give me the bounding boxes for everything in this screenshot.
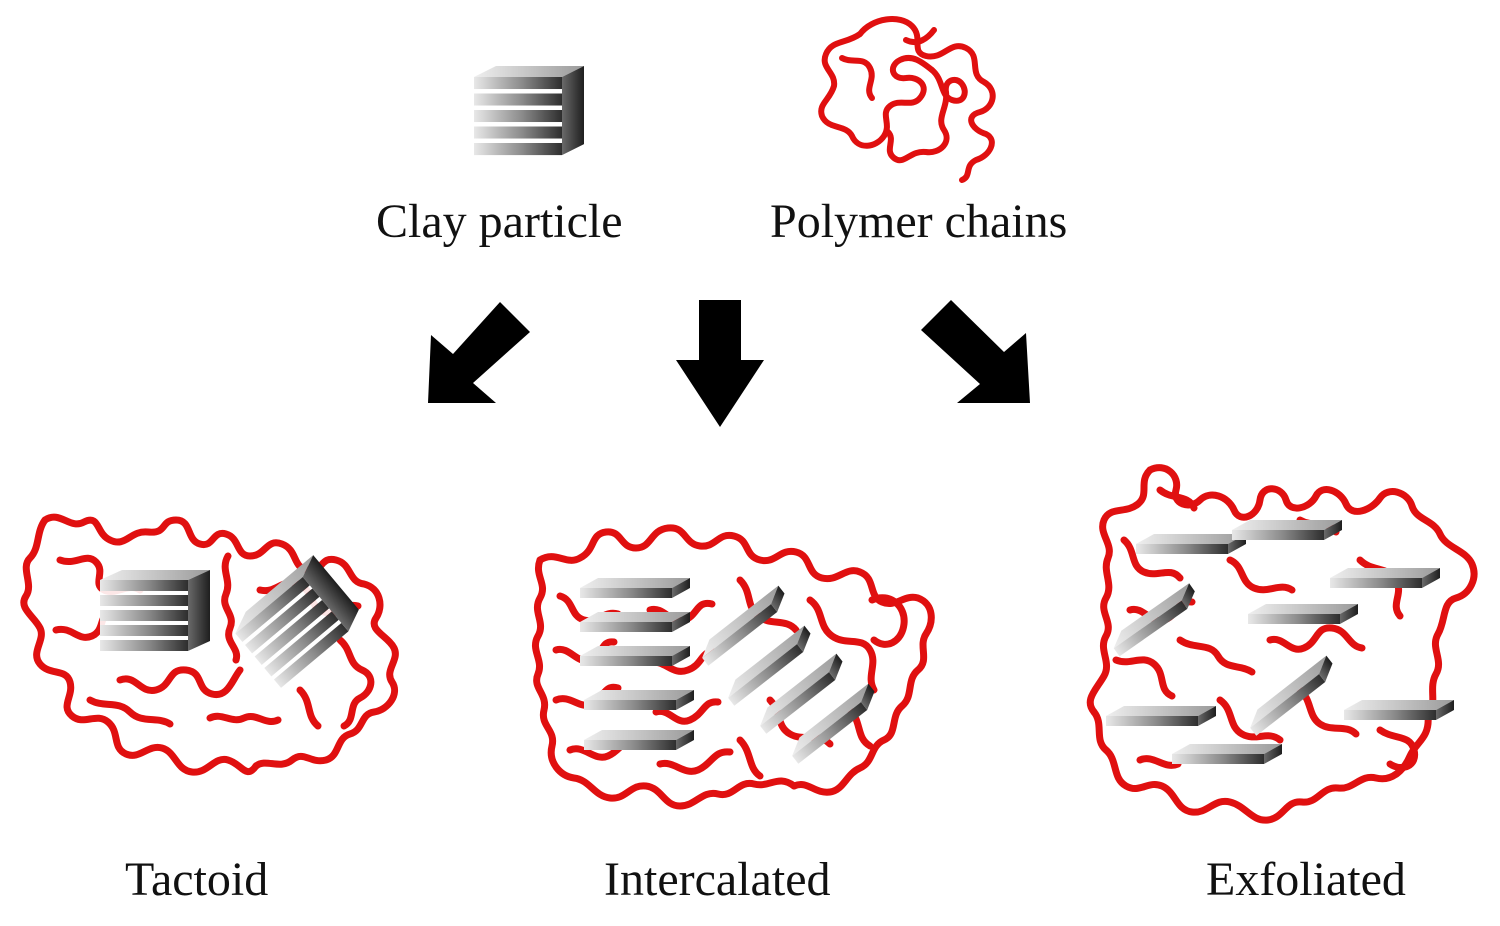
polymer-chains-label: Polymer chains: [770, 195, 1068, 248]
exfoliated-label: Exfoliated: [1206, 853, 1406, 906]
arrow-down-icon: [676, 300, 764, 427]
intercalated-platelet-1: [580, 578, 690, 598]
intercalated-platelet-5: [584, 730, 694, 750]
exfoliated-platelet-2: [1232, 520, 1342, 540]
exfoliated-platelet-9: [1172, 744, 1282, 764]
exfoliated-platelet-4: [1248, 604, 1358, 624]
arrow-down-right-icon: [921, 300, 1030, 403]
intercalated-label: Intercalated: [604, 853, 831, 906]
tactoid-structure: [20, 513, 399, 776]
arrow-down-left-icon: [428, 302, 530, 403]
clay-tactoid-stack-1: [100, 570, 210, 651]
intercalated-structure: [531, 524, 935, 810]
exfoliated-polymer-chains: [1086, 464, 1478, 824]
exfoliated-platelet-1: [1136, 534, 1246, 554]
tactoid-polymer-chains: [20, 513, 399, 776]
clay-tactoid-stack-2: [228, 555, 366, 688]
tactoid-label: Tactoid: [125, 853, 269, 906]
exfoliated-platelet-3: [1330, 568, 1440, 588]
exfoliated-platelet-8: [1344, 700, 1454, 720]
clay-particle-icon: [474, 66, 584, 156]
exfoliated-platelet-6: [1106, 706, 1216, 726]
intercalated-platelet-3: [580, 646, 690, 666]
intercalated-platelet-2: [580, 612, 690, 632]
clay-particle-label: Clay particle: [376, 195, 623, 248]
intercalated-platelet-4: [584, 690, 694, 710]
exfoliated-structure: [1086, 464, 1478, 824]
intercalated-polymer-chains: [531, 524, 935, 810]
polymer-coil-icon: [818, 16, 996, 183]
